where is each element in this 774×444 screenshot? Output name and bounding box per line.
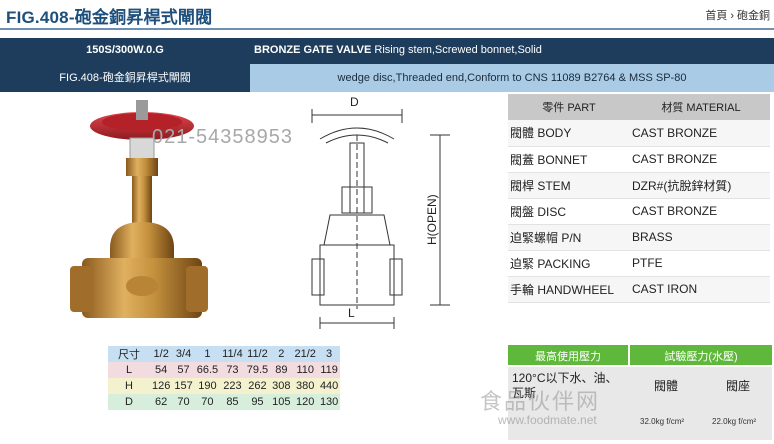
service-condition: 120°C以下水、油、瓦斯: [512, 371, 618, 400]
table-row: H 126 157 190 223 262 308 380 440: [108, 378, 341, 394]
dim-cell: 62: [150, 394, 173, 410]
material-cell: BRASS: [628, 224, 770, 251]
row-label: L: [108, 362, 150, 378]
size-cell: 11/4: [220, 346, 245, 362]
dim-cell: 89: [270, 362, 293, 378]
material-cell: CAST BRONZE: [628, 198, 770, 225]
dim-cell: 223: [220, 378, 245, 394]
size-cell: 2: [270, 346, 293, 362]
dim-cell: 95: [244, 394, 271, 410]
material-column-header: 材質 MATERIAL: [628, 94, 770, 120]
breadcrumb-category-link[interactable]: 砲金銅: [737, 10, 770, 22]
dim-cell: 70: [172, 394, 195, 410]
size-cell: 21/2: [292, 346, 318, 362]
table-row: L 54 57 66.5 73 79.5 89 110 119: [108, 362, 341, 378]
dimension-drawing: D L H(OPEN): [311, 95, 450, 329]
material-cell: CAST BRONZE: [628, 146, 770, 173]
dim-cell: 440: [317, 378, 341, 394]
part-column-header: 零件 PART: [508, 94, 628, 120]
dimension-table: 尺寸 1/2 3/4 1 11/4 11/2 2 21/2 3 L 54 57 …: [108, 346, 341, 410]
size-cell: 3/4: [172, 346, 195, 362]
part-cell: 閥體 BODY: [508, 120, 628, 147]
table-row: D 62 70 70 85 95 105 120 130: [108, 394, 341, 410]
spec-description-line1: BRONZE GATE VALVE Rising stem,Screwed bo…: [250, 38, 774, 64]
max-pressure-header: 最高使用壓力: [508, 345, 628, 365]
size-label: 尺寸: [108, 346, 150, 362]
label-d: D: [350, 95, 359, 109]
dim-cell: 130: [317, 394, 341, 410]
material-cell: CAST BRONZE: [628, 120, 770, 147]
row-label: H: [108, 378, 150, 394]
material-cell: DZR#(抗脫鋅材質): [628, 172, 770, 199]
seat-column-label: 閥座: [726, 379, 751, 393]
part-cell: 閥桿 STEM: [508, 172, 628, 199]
phone-watermark: 021-54358953: [152, 126, 294, 148]
material-table-header: 零件 PART 材質 MATERIAL: [508, 94, 770, 120]
label-h-open: H(OPEN): [425, 194, 439, 245]
part-cell: 迫緊 PACKING: [508, 250, 628, 277]
breadcrumb: 首頁›砲金銅: [705, 7, 770, 23]
dim-cell: 70: [194, 394, 221, 410]
dim-cell: 79.5: [244, 362, 271, 378]
pressure-panel: 最高使用壓力 試驗壓力(水壓) 120°C以下水、油、瓦斯 閥體 閥座 32.0…: [508, 345, 772, 440]
breadcrumb-separator: ›: [730, 10, 734, 22]
test-pressure-header: 試驗壓力(水壓): [630, 345, 772, 365]
spec-left-panel: 150S/300W.0.G FIG.408-砲金銅昇桿式閘閥: [0, 38, 250, 92]
dim-cell: 110: [292, 362, 318, 378]
model-name: FIG.408-砲金銅昇桿式閘閥: [59, 72, 191, 84]
body-column-label: 閥體: [654, 379, 679, 393]
spec-header: 150S/300W.0.G FIG.408-砲金銅昇桿式閘閥 BRONZE GA…: [0, 38, 774, 92]
size-cell: 1/2: [150, 346, 173, 362]
valve-photo: [70, 100, 208, 318]
part-cell: 手輪 HANDWHEEL: [508, 276, 628, 303]
material-cell: CAST IRON: [628, 276, 770, 303]
dim-cell: 73: [220, 362, 245, 378]
size-row: 尺寸 1/2 3/4 1 11/4 11/2 2 21/2 3: [108, 346, 341, 362]
dim-cell: 126: [150, 378, 173, 394]
part-cell: 迫緊螺帽 P/N: [508, 224, 628, 251]
site-watermark-url: www.foodmate.net: [498, 413, 597, 427]
dim-cell: 57: [172, 362, 195, 378]
material-cell: PTFE: [628, 250, 770, 277]
dim-cell: 308: [270, 378, 293, 394]
dim-cell: 190: [194, 378, 221, 394]
body-test-pressure: 32.0kg f/cm²: [640, 417, 685, 426]
dim-cell: 66.5: [194, 362, 221, 378]
title-bar: FIG.408-砲金銅昇桿式閘閥 首頁›砲金銅: [0, 0, 774, 28]
dim-cell: 262: [244, 378, 271, 394]
breadcrumb-home-link[interactable]: 首頁: [705, 10, 728, 22]
dim-cell: 119: [317, 362, 341, 378]
pressure-body: 120°C以下水、油、瓦斯 閥體 閥座 32.0kg f/cm² 22.0kg …: [508, 367, 772, 440]
title-divider: [0, 28, 774, 30]
product-type: BRONZE GATE VALVE: [254, 44, 372, 56]
row-label: D: [108, 394, 150, 410]
size-cell: 3: [317, 346, 341, 362]
label-l: L: [348, 306, 355, 320]
site-watermark: 食品伙伴网: [480, 389, 601, 414]
part-cell: 閥蓋 BONNET: [508, 146, 628, 173]
seat-test-pressure: 22.0kg f/cm²: [712, 417, 757, 426]
dim-cell: 54: [150, 362, 173, 378]
dim-cell: 85: [220, 394, 245, 410]
size-cell: 1: [194, 346, 221, 362]
pressure-rating: 150S/300W.0.G: [86, 44, 164, 56]
dim-cell: 157: [172, 378, 195, 394]
dim-cell: 105: [270, 394, 293, 410]
spec-description-rest: Rising stem,Screwed bonnet,Solid: [371, 44, 542, 56]
handwheel-shape: [90, 100, 194, 140]
dim-cell: 380: [292, 378, 318, 394]
page-title: FIG.408-砲金銅昇桿式閘閥: [6, 8, 213, 27]
part-cell: 閥盤 DISC: [508, 198, 628, 225]
spec-description-line2: wedge disc,Threaded end,Conform to CNS 1…: [250, 64, 774, 92]
size-cell: 11/2: [244, 346, 271, 362]
dim-cell: 120: [292, 394, 318, 410]
